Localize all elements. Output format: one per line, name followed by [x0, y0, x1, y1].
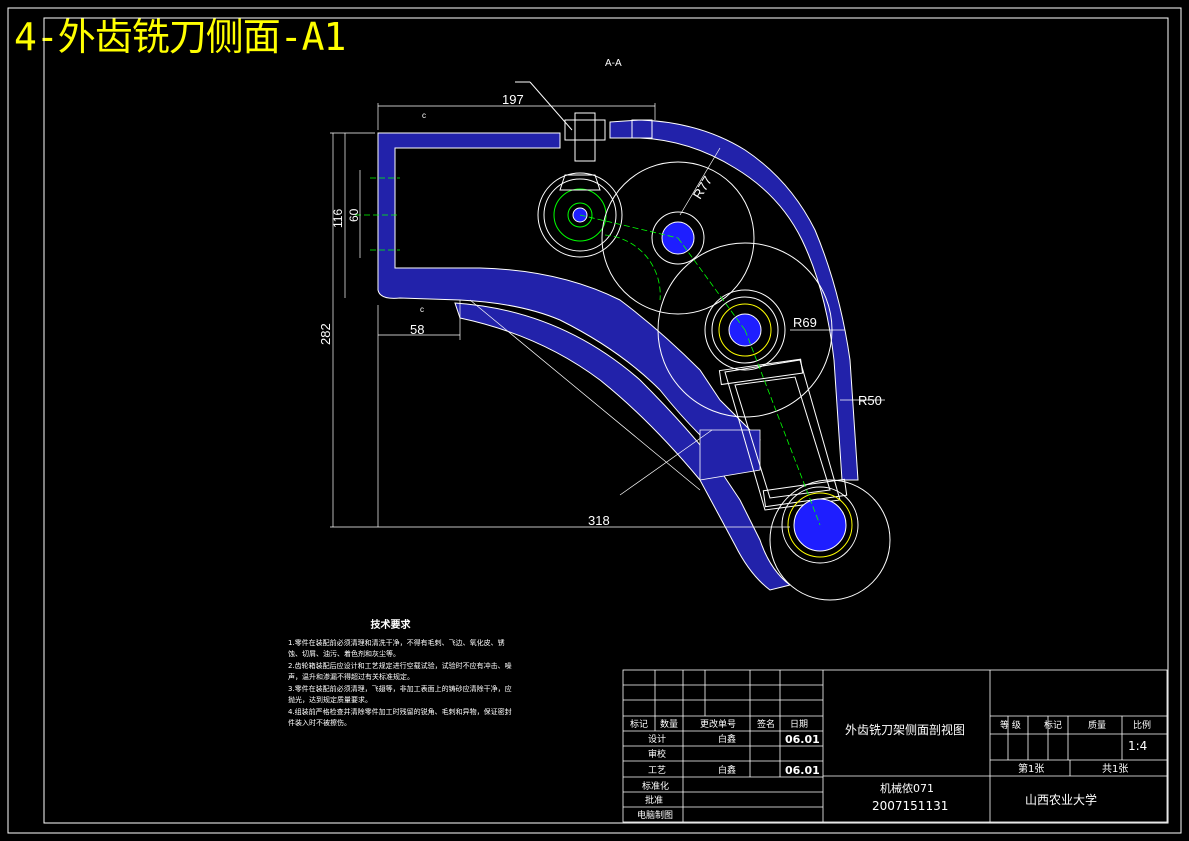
tech-req-item: 4.组装前严格检查并清除零件加工时残留的锐角、毛刺和异物，保证密封件装入时不被擦…	[288, 707, 512, 728]
dim-r77: R77	[690, 173, 715, 201]
tb-row-design-date: 06.01	[785, 733, 820, 746]
gear-small	[537, 172, 623, 258]
center-lines	[355, 177, 821, 526]
tb-col-mark: 标记	[630, 718, 648, 730]
dimension-lines	[330, 103, 885, 528]
tb-grade-header: 等 级	[1000, 719, 1021, 731]
tb-student-id: 2007151131	[872, 799, 948, 813]
tb-sheet: 第1张	[1018, 762, 1044, 775]
tech-requirements: 技术要求 1.零件在装配前必须清理和清洗干净，不得有毛刺、飞边、氧化皮、锈蚀、切…	[288, 620, 513, 730]
dim-58: 58	[410, 322, 424, 337]
dim-197: 197	[502, 92, 524, 107]
inner-border	[43, 17, 1169, 824]
tb-row-std-label: 标准化	[642, 780, 669, 792]
tb-mass-header: 质量	[1088, 719, 1106, 731]
tech-req-item: 3.零件在装配前必须清理，飞翅等，非加工表面上的铸砂应清除干净，应抛光，达到规定…	[288, 684, 512, 705]
dim-318: 318	[588, 513, 610, 528]
tb-row-design-name: 白鑫	[718, 733, 736, 745]
section-mark-top: c	[422, 111, 426, 120]
housing-section	[377, 119, 859, 591]
cutter-hub	[769, 479, 891, 601]
tb-row-cad-label: 电脑制图	[637, 809, 673, 821]
tech-req-item: 1.零件在装配前必须清理和清洗干净，不得有毛刺、飞边、氧化皮、锈蚀、切屑、油污、…	[288, 638, 505, 659]
tb-row-process-label: 工艺	[648, 765, 666, 776]
title-block	[622, 669, 1168, 823]
tb-row-design-label: 设计	[648, 733, 666, 745]
tb-col-sign: 签名	[757, 718, 775, 730]
outer-border	[7, 7, 1182, 834]
tb-mark-header: 标记	[1044, 719, 1062, 731]
dim-r69: R69	[793, 315, 817, 330]
tb-drawing-name: 外齿铣刀架侧面剖视图	[845, 722, 965, 737]
section-label: A-A	[605, 58, 622, 69]
dim-282: 282	[318, 323, 333, 345]
tb-col-date: 日期	[790, 719, 808, 730]
tb-row-process-name: 白鑫	[718, 764, 736, 776]
title-block-text: 标记 数量 更改单号 签名 日期 设计 白鑫 06.01 审校 工艺 白鑫 06…	[630, 718, 1151, 821]
tb-scale-header: 比例	[1133, 719, 1151, 731]
tb-school: 山西农业大学	[1025, 792, 1097, 807]
tech-req-item: 2.齿轮箱装配后应设计和工艺规定进行空载试验，试验时不应有冲击、噪声，温升和渗漏…	[288, 661, 512, 682]
dim-60: 60	[347, 208, 361, 222]
tb-scale-value: 1:4	[1128, 739, 1147, 753]
tb-class-name: 机械侬071	[880, 781, 934, 795]
tb-row-approve-label: 批准	[645, 794, 663, 806]
dim-r50: R50	[858, 393, 882, 408]
page-title: 4-外齿铣刀侧面-A1	[14, 15, 346, 59]
tb-row-check-label: 审校	[648, 748, 666, 760]
dim-116: 116	[331, 209, 345, 228]
tb-col-qty: 数量	[660, 718, 678, 730]
gear-idler	[601, 161, 755, 315]
tech-requirements-heading: 技术要求	[370, 620, 411, 631]
tb-total-sheets: 共1张	[1102, 763, 1128, 775]
tb-row-process-date: 06.01	[785, 764, 820, 777]
tb-col-change: 更改单号	[700, 718, 736, 730]
shaft-housing	[718, 358, 848, 511]
section-mark-bottom: c	[420, 305, 424, 314]
